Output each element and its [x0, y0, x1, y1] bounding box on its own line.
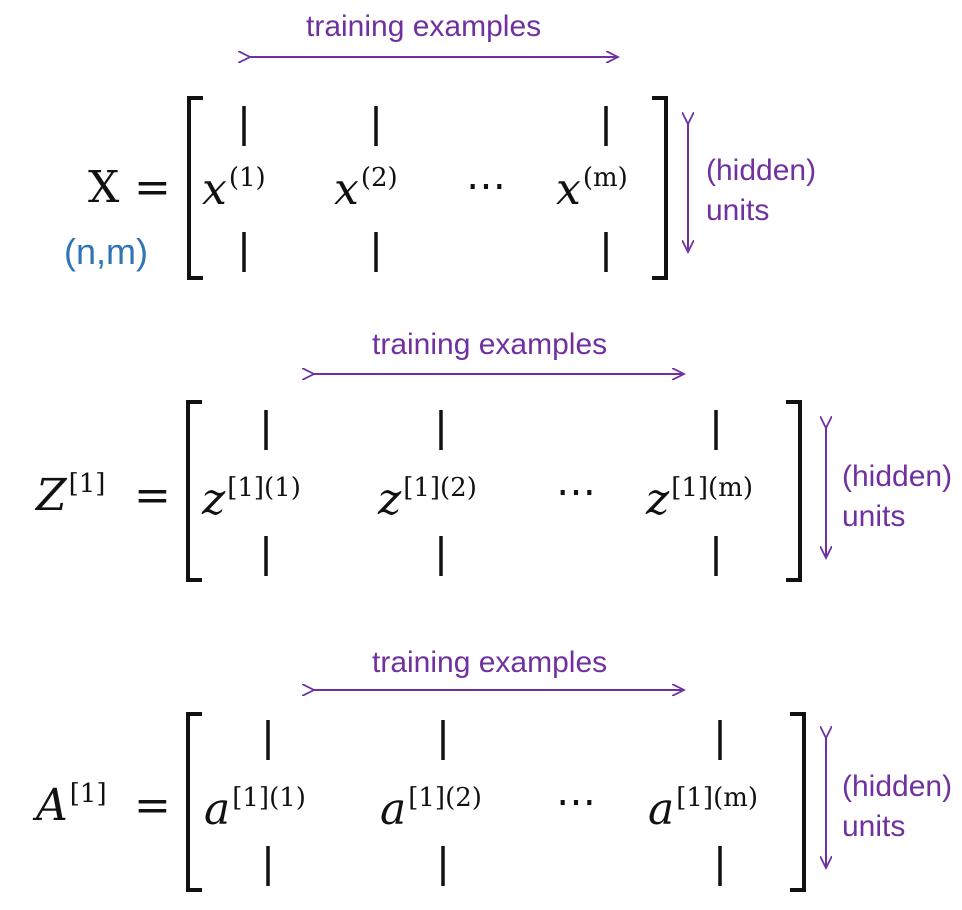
column-bars-z	[264, 410, 718, 576]
column-a1-sup: [1](1)	[232, 783, 306, 813]
column-a2-sup: [1](2)	[408, 783, 482, 813]
lhs-x: X	[88, 166, 119, 210]
column-xm-sup: (m)	[582, 163, 628, 193]
column-x2-sup: (2)	[360, 163, 398, 193]
equals-sign-a: =	[134, 780, 171, 831]
lhs-z: Z[1]	[36, 471, 105, 518]
units-label-z: units	[842, 500, 906, 533]
lhs-a-sup: [1]	[69, 779, 107, 809]
column-am: a[1](m)	[648, 785, 758, 832]
column-zm-var: z	[646, 474, 670, 525]
column-zm: z[1](m)	[646, 475, 753, 522]
column-z2-sup: [1](2)	[403, 473, 477, 503]
column-bars-x	[242, 106, 608, 272]
units-label-a: units	[842, 810, 906, 843]
column-x1-sup: (1)	[228, 163, 266, 193]
right-bracket-x	[652, 96, 668, 280]
column-am-var: a	[648, 784, 675, 835]
training-examples-label-x: training examples	[306, 10, 542, 43]
column-zm-sup: [1](m)	[671, 473, 753, 503]
column-ellipsis-x: ⋯	[466, 163, 506, 209]
training-examples-label-z: training examples	[372, 328, 608, 361]
column-z1: z[1](1)	[202, 475, 301, 522]
lhs-a-base: A	[36, 780, 68, 831]
column-am-sup: [1](m)	[676, 783, 759, 813]
hidden-label-z: (hidden)	[842, 460, 953, 493]
column-x2-var: x	[334, 164, 359, 215]
column-z2-var: z	[378, 474, 402, 525]
column-x1-var: x	[202, 164, 227, 215]
right-bracket-z	[786, 400, 802, 582]
column-a1-var: a	[204, 784, 231, 835]
left-bracket-z	[186, 400, 202, 582]
column-z1-var: z	[202, 474, 226, 525]
units-label-x: units	[706, 194, 770, 227]
column-ellipsis-a: ⋯	[556, 779, 596, 825]
column-xm-var: x	[556, 164, 581, 215]
column-bars-a	[266, 720, 722, 886]
equals-sign-z: =	[134, 470, 171, 521]
hidden-label-x: (hidden)	[706, 154, 817, 187]
lhs-z-base: Z	[36, 470, 67, 521]
dims-label-x: (n,m)	[64, 231, 148, 272]
equals-sign-x: =	[134, 162, 171, 213]
column-z1-sup: [1](1)	[227, 473, 301, 503]
column-xm: x(m)	[556, 165, 628, 212]
column-a1: a[1](1)	[204, 785, 306, 832]
lhs-a: A[1]	[36, 781, 107, 828]
lhs-z-sup: [1]	[68, 469, 106, 499]
hidden-label-a: (hidden)	[842, 770, 953, 803]
left-bracket-a	[186, 712, 202, 892]
column-a2-var: a	[380, 784, 407, 835]
training-examples-label-a: training examples	[372, 646, 608, 679]
lhs-x-base: X	[88, 162, 120, 213]
column-x1: x(1)	[202, 165, 266, 212]
left-bracket-x	[187, 96, 203, 280]
column-x2: x(2)	[334, 165, 398, 212]
right-bracket-a	[790, 712, 806, 892]
column-ellipsis-z: ⋯	[556, 469, 596, 515]
column-z2: z[1](2)	[378, 475, 477, 522]
column-a2: a[1](2)	[380, 785, 482, 832]
